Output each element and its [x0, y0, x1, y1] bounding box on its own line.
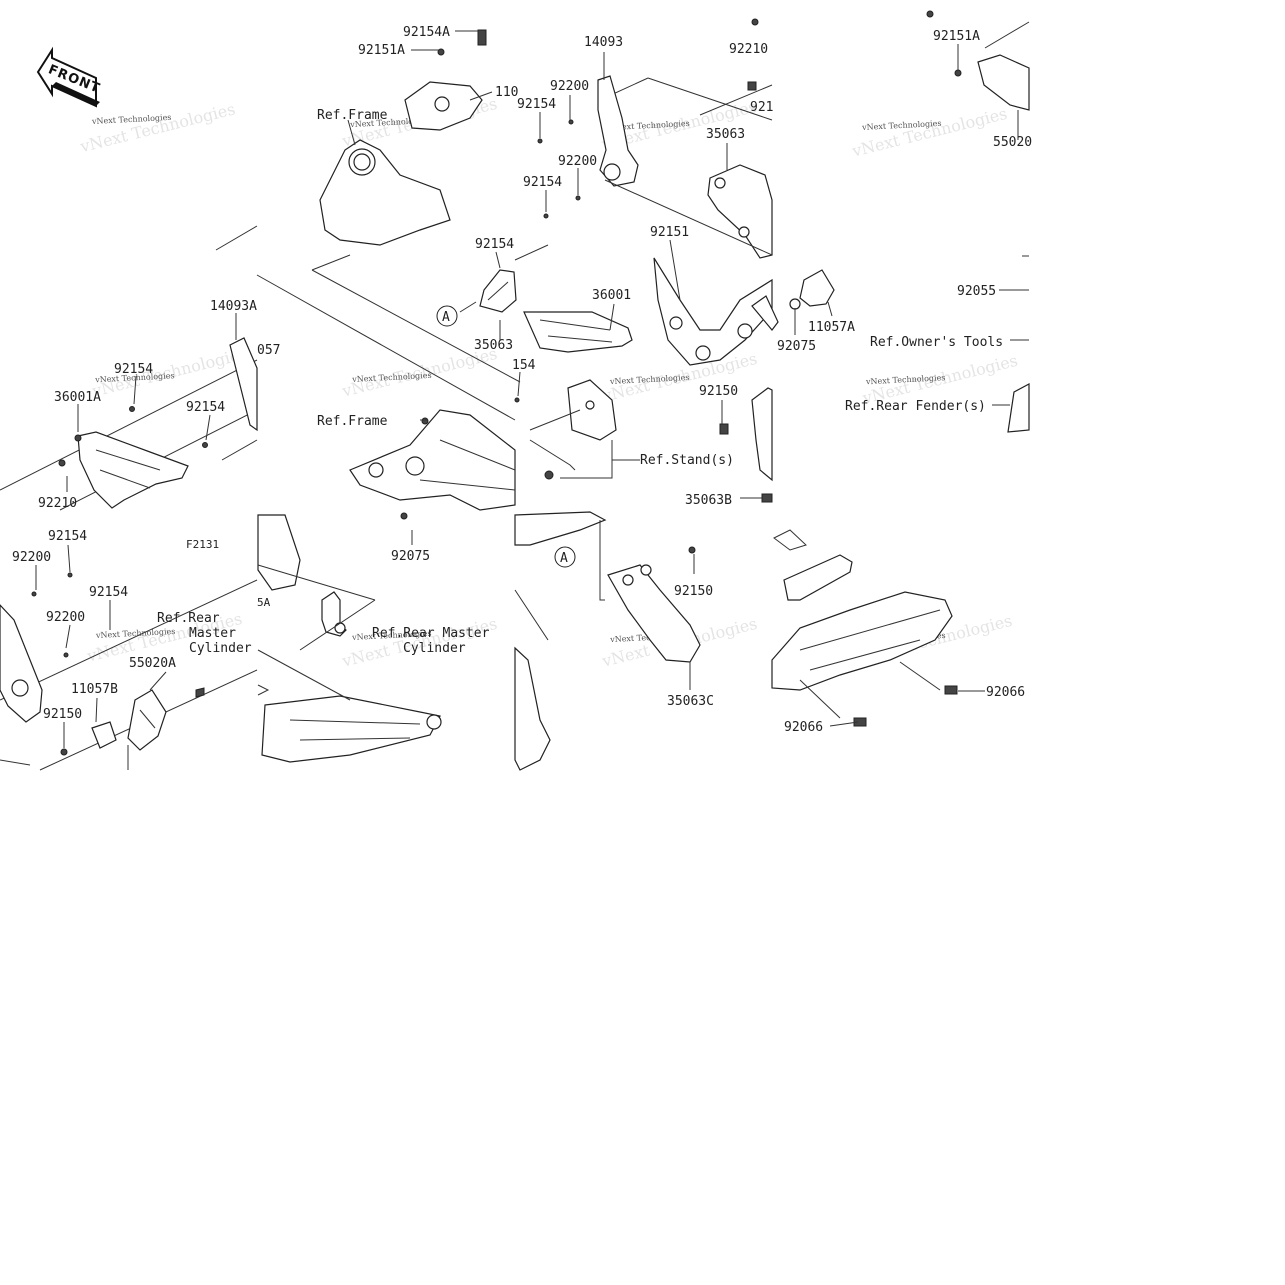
part-number-label: 55020A [129, 656, 176, 671]
front-arrow-icon: FRONT [36, 46, 102, 108]
watermark: vNext Technologies [95, 627, 176, 640]
part-number-label: 92154A [403, 25, 450, 40]
part-number-label: 11057B [71, 682, 118, 697]
part-number-label: 14093 [584, 35, 623, 50]
reference-label: Ref.Owner's Tools [870, 335, 1003, 350]
watermark: vNext Technologies [865, 373, 946, 386]
panel-left [0, 29, 521, 771]
pillion-seat [783, 554, 853, 601]
part-number-label: 35063C [667, 694, 714, 709]
watermark: vNext Technologies [77, 99, 237, 156]
part-number-label: 92200 [12, 550, 51, 565]
part-number-label: 92154 [517, 97, 556, 112]
tail-cowl [771, 591, 953, 691]
part-number-label: 92066 [784, 720, 823, 735]
callout-label: A [442, 310, 450, 325]
part-number-label: 36001A [54, 390, 101, 405]
stand-bracket [567, 379, 617, 441]
part-number-label: 14093A [210, 299, 257, 314]
watermark: vNext Technologies [609, 119, 690, 132]
part-number-label: 92066 [986, 685, 1025, 700]
reference-label: Ref.Frame [317, 414, 388, 429]
part-number-label: 92154 [89, 585, 128, 600]
part-number-label: 92154 [114, 362, 153, 377]
reference-label: Ref.Rear Fender(s) [845, 399, 986, 414]
watermark: vNext Technologies [609, 373, 690, 386]
side-cover-bracket [229, 337, 258, 432]
part-number-label: 92151A [933, 29, 980, 44]
reference-label: Cylinder [189, 641, 252, 656]
part-number-label: 35063 [706, 127, 745, 142]
part-number-label: F2131 [186, 538, 219, 551]
part-labels: 92154A 92151A 110 Ref.Frame 14093A 057 9… [12, 25, 1032, 735]
part-number-label: 92151A [358, 43, 405, 58]
part-number-label: 11057A [808, 320, 855, 335]
main-frame [349, 409, 516, 511]
part-number-label: 35063B [685, 493, 732, 508]
part-number-label: 5A [257, 596, 271, 609]
part-number-label: 92075 [777, 339, 816, 354]
bracket-35063b [751, 387, 773, 482]
part-number-label: 92150 [699, 384, 738, 399]
part-number-label: 92200 [558, 154, 597, 169]
reference-label: Ref.Rear Master [372, 626, 490, 641]
reference-label: Ref.Rear [157, 611, 220, 626]
part-number-label: 92150 [43, 707, 82, 722]
watermark: vNext Technologies [351, 371, 432, 384]
part-number-label: 921 [750, 100, 773, 115]
footpeg-bracket-35063c [607, 564, 701, 663]
footpeg-holder-14093 [597, 75, 639, 187]
reference-label: Master [189, 626, 236, 641]
reference-label: Ref.Stand(s) [640, 453, 734, 468]
plate-11057a [799, 269, 835, 307]
part-number-label: 92055 [957, 284, 996, 299]
footpeg-bracket-left [0, 604, 43, 723]
bracket-35063-upper [707, 164, 773, 259]
watermark: vNext Technologies [94, 371, 175, 384]
frame-headstock [319, 139, 451, 246]
part-number-label: 92210 [729, 42, 768, 57]
part-number-label: 057 [257, 343, 280, 358]
part-number-label: 92154 [475, 237, 514, 252]
part-number-label: 92151 [650, 225, 689, 240]
leader-lines [35, 30, 1029, 748]
part-number-label: 92150 [674, 584, 713, 599]
part-number-label: 36001 [592, 288, 631, 303]
part-number-label: 92210 [38, 496, 77, 511]
part-number-label: 92200 [46, 610, 85, 625]
heel-guard-36001 [523, 311, 633, 353]
watermark: vNext Technologies [351, 629, 432, 642]
watermark: vNext Technologies [861, 119, 942, 132]
panel-middle [479, 18, 835, 771]
part-number-label: 92154 [48, 529, 87, 544]
heel-guard-55020a [127, 689, 167, 751]
panel-right [771, 10, 1030, 727]
callout-label: A [560, 551, 568, 566]
part-number-label: 154 [512, 358, 536, 373]
callout-a: A A [436, 305, 576, 568]
lower-frame [261, 695, 441, 763]
part-number-label: 110 [495, 85, 518, 100]
heel-guard-55020 [977, 54, 1030, 111]
watermark: vNext Technologies [849, 104, 1009, 161]
shift-lever [514, 646, 551, 771]
part-number-label: 92075 [391, 549, 430, 564]
reference-label: Cylinder [403, 641, 466, 656]
part-number-label: 55020 [993, 135, 1032, 150]
part-number-label: 92154 [186, 400, 225, 415]
part-number-label: 92154 [523, 175, 562, 190]
watermark: vNext Technologies [91, 113, 172, 126]
heel-guard-36001a [77, 431, 189, 509]
part-number-label: 35063 [474, 338, 513, 353]
part-number-label: 92200 [550, 79, 589, 94]
reference-label: Ref.Frame [317, 108, 388, 123]
